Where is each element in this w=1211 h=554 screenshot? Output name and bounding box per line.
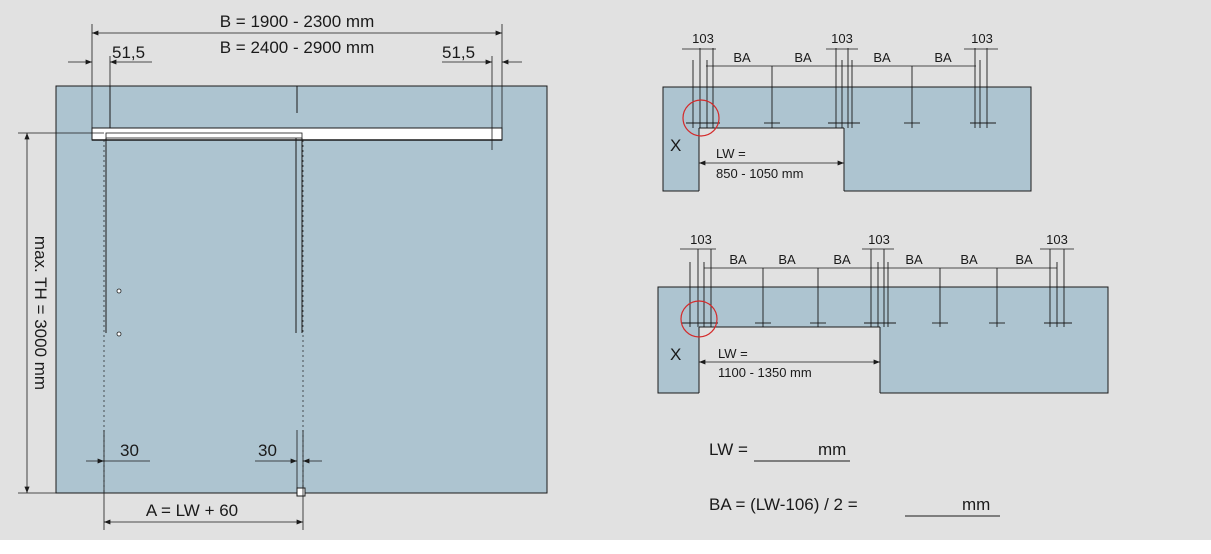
formula-lw-unit: mm: [818, 440, 846, 459]
plan-view-large: 103 103 103 BA BA BA BA BA BA X LW = 110…: [657, 232, 1109, 395]
lw-range-top: 850 - 1050 mm: [716, 166, 803, 181]
formula-block: LW = mm BA = (LW-106) / 2 = mm: [709, 440, 1000, 517]
bottom-right-offset-label: 30: [258, 441, 277, 460]
ba-label-bottom-4: BA: [905, 252, 923, 267]
floor-guide: [296, 487, 306, 497]
front-elevation-view: B = 1900 - 2300 mm B = 2400 - 2900 mm 51…: [18, 12, 548, 530]
x-label-bottom: X: [670, 345, 681, 364]
formula-ba-prefix: BA = (LW-106) / 2 =: [709, 495, 858, 514]
plan-view-small: 103 103 103 BA BA BA BA X LW = 850 - 105…: [662, 31, 1032, 194]
ba-label-bottom-5: BA: [960, 252, 978, 267]
dim-103-bottom-a: 103: [690, 232, 712, 247]
bottom-left-offset-label: 30: [120, 441, 139, 460]
ba-label-top-4: BA: [934, 50, 952, 65]
lw-range-bottom: 1100 - 1350 mm: [718, 365, 812, 380]
width-label-primary: B = 1900 - 2300 mm: [220, 12, 375, 31]
lw-label-bottom: LW =: [718, 346, 748, 361]
dim-103-bottom-b: 103: [868, 232, 890, 247]
ba-label-top-3: BA: [873, 50, 891, 65]
dim-103-top-c: 103: [971, 31, 993, 46]
ba-label-bottom-6: BA: [1015, 252, 1033, 267]
ba-label-bottom-1: BA: [729, 252, 747, 267]
formula-lw-prefix: LW =: [709, 440, 748, 459]
handle-hole-lower: [116, 331, 122, 337]
lw-label-top: LW =: [716, 146, 746, 161]
formula-ba-unit: mm: [962, 495, 990, 514]
offset-left-label: 51,5: [112, 43, 145, 62]
x-label-top: X: [670, 136, 681, 155]
detail-marker-x-bottom: [680, 300, 718, 338]
detail-marker-x-top: [682, 99, 720, 137]
rail-insert: [105, 132, 303, 139]
dim-103-top-a: 103: [692, 31, 714, 46]
ba-label-bottom-2: BA: [778, 252, 796, 267]
ba-label-top-2: BA: [794, 50, 812, 65]
ba-label-bottom-3: BA: [833, 252, 851, 267]
offset-right-label: 51,5: [442, 43, 475, 62]
handle-hole-upper: [116, 288, 122, 294]
width-label-secondary: B = 2400 - 2900 mm: [220, 38, 375, 57]
dim-103-bottom-c: 103: [1046, 232, 1068, 247]
formula-a-label: A = LW + 60: [146, 501, 238, 520]
height-label: max. TH = 3000 mm: [31, 236, 50, 390]
ba-label-top-1: BA: [733, 50, 751, 65]
dim-103-top-b: 103: [831, 31, 853, 46]
